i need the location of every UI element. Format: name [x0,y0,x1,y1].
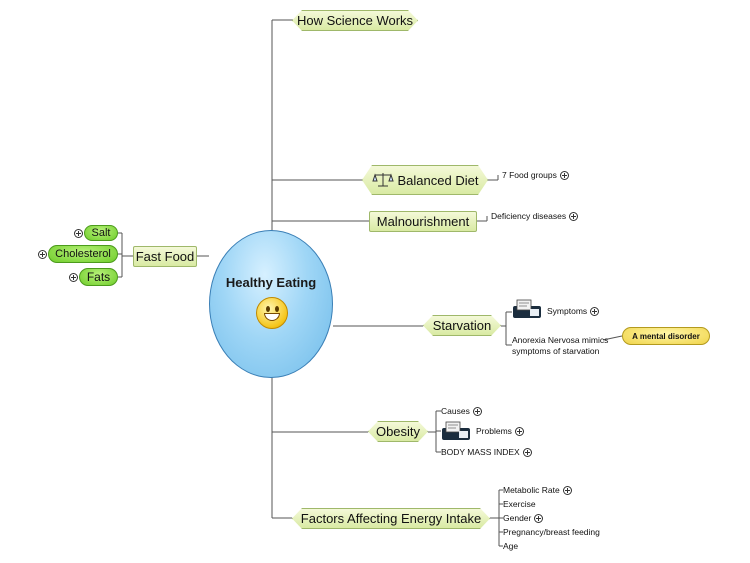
fax-machine-icon [442,421,470,440]
subtopic-label: Age [503,541,519,551]
leaf-label: Fats [86,270,111,284]
expand-icon[interactable] [569,212,579,222]
subtopic-7-food-groups[interactable]: 7 Food groups [502,170,569,181]
leaf-salt[interactable]: Salt [84,225,118,241]
branch-label: Fast Food [135,249,195,264]
expand-icon[interactable] [562,486,572,496]
branch-factors-energy-intake[interactable]: Factors Affecting Energy Intake [292,508,490,529]
expand-icon[interactable] [522,448,532,458]
subtopic-problems[interactable]: Problems [476,426,524,437]
leaf-label: Salt [91,227,111,239]
subtopic-label-line1: Anorexia Nervosa mimics [512,335,609,345]
subtopic-pregnancy[interactable]: Pregnancy/breast feeding [503,527,600,538]
callout-label: A mental disorder [632,331,700,341]
expand-icon[interactable] [590,307,600,317]
subtopic-deficiency-diseases[interactable]: Deficiency diseases [491,211,579,222]
subtopic-label: Causes [441,406,470,416]
subtopic-label-line2: symptoms of starvation [512,346,600,356]
subtopic-metabolic-rate[interactable]: Metabolic Rate [503,485,572,496]
fax-machine-icon [513,299,541,318]
branch-label: Obesity [375,424,421,439]
subtopic-causes[interactable]: Causes [441,406,482,417]
branch-fast-food[interactable]: Fast Food [133,246,197,267]
branch-label: Malnourishment [376,214,470,229]
branch-malnourishment[interactable]: Malnourishment [369,211,477,232]
scales-icon [372,171,394,189]
expand-icon[interactable] [559,171,569,181]
branch-label: Balanced Diet [397,172,479,188]
branch-label: Factors Affecting Energy Intake [300,511,482,526]
branch-label: How Science Works [296,13,414,28]
subtopic-bmi[interactable]: BODY MASS INDEX [441,447,532,458]
expand-icon[interactable] [74,229,83,238]
callout-mental-disorder[interactable]: A mental disorder [622,327,710,345]
central-topic[interactable]: Healthy Eating [209,230,333,378]
subtopic-label: 7 Food groups [502,170,557,180]
subtopic-label: Problems [476,426,512,436]
subtopic-exercise[interactable]: Exercise [503,499,536,510]
subtopic-age[interactable]: Age [503,541,518,552]
branch-obesity[interactable]: Obesity [368,421,428,442]
branch-starvation[interactable]: Starvation [423,315,501,336]
subtopic-anorexia[interactable]: Anorexia Nervosa mimics symptoms of star… [512,335,608,357]
leaf-fats[interactable]: Fats [79,268,118,286]
leaf-cholesterol[interactable]: Cholesterol [48,245,118,263]
smiley-icon [256,297,288,329]
expand-icon[interactable] [514,427,524,437]
leaf-label: Cholesterol [55,248,111,260]
branch-balanced-diet[interactable]: Balanced Diet [362,165,488,195]
subtopic-label: Symptoms [547,306,588,316]
subtopic-label: BODY MASS INDEX [441,447,520,457]
subtopic-gender[interactable]: Gender [503,513,544,524]
subtopic-label: Gender [503,513,532,523]
branch-label: Starvation [432,318,492,333]
subtopic-label: Pregnancy/breast feeding [503,527,600,537]
central-topic-title: Healthy Eating [225,275,317,290]
subtopic-label: Exercise [503,499,536,509]
expand-icon[interactable] [69,273,78,282]
subtopic-label: Metabolic Rate [503,485,560,495]
expand-icon[interactable] [534,514,544,524]
expand-icon[interactable] [472,407,482,417]
subtopic-symptoms[interactable]: Symptoms [547,306,600,317]
subtopic-label: Deficiency diseases [491,211,567,221]
branch-how-science-works[interactable]: How Science Works [292,10,418,31]
expand-icon[interactable] [38,250,47,259]
